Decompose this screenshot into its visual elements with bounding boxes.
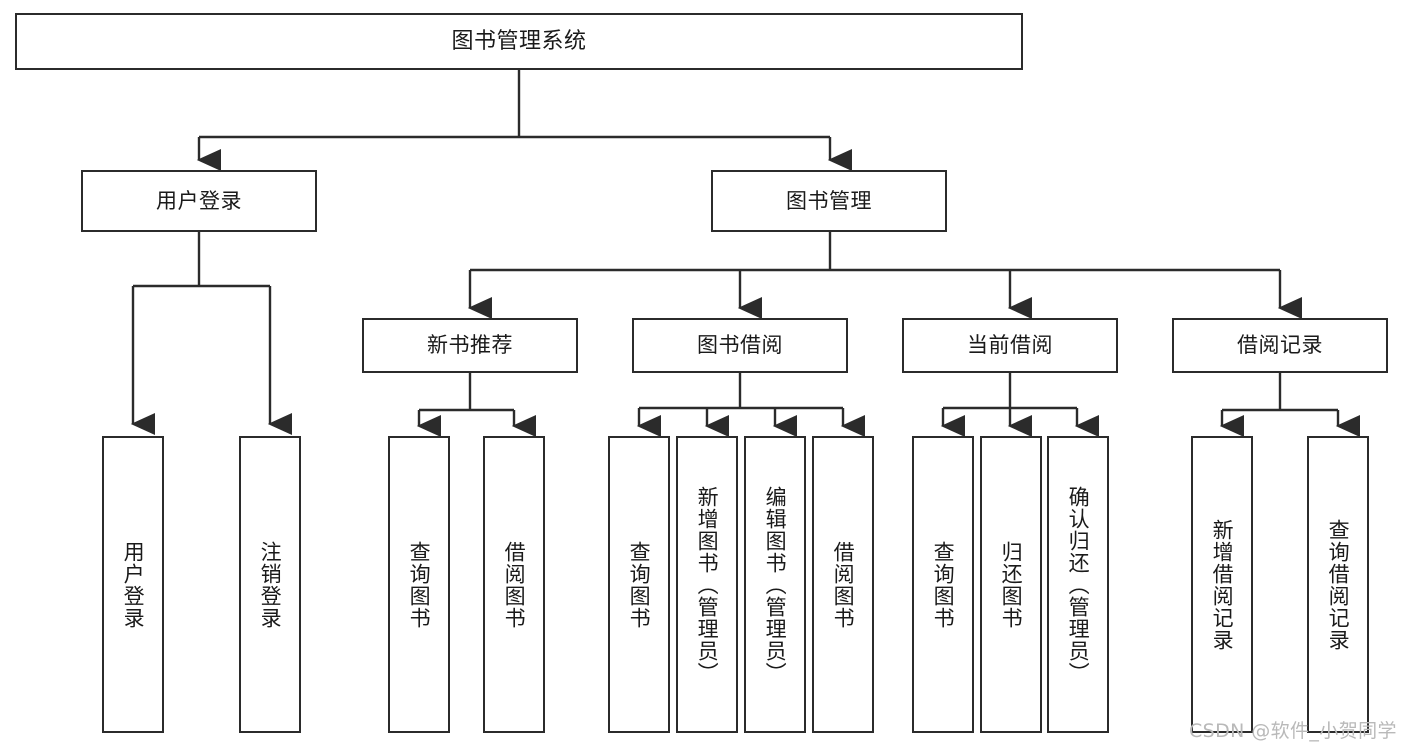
node-book-borrow[interactable]: 图书借阅 (632, 318, 848, 373)
leaf-user-login[interactable]: 用户登录 (102, 436, 164, 733)
node-root-label: 图书管理系统 (451, 28, 587, 54)
leaf-borrowrecord-add-record[interactable]: 新增借阅记录 (1191, 436, 1253, 733)
leaf-user-login-label: 用户登录 (121, 540, 146, 629)
csdn-watermark: CSDN @软件_小贺同学 (1189, 720, 1397, 742)
leaf-logout[interactable]: 注销登录 (239, 436, 301, 733)
node-book-management-label: 图书管理 (786, 188, 872, 213)
node-new-book-recommend[interactable]: 新书推荐 (362, 318, 578, 373)
leaf-bookborrow-add-book[interactable]: 新增图书（管理员） (676, 436, 738, 733)
node-borrow-record[interactable]: 借阅记录 (1172, 318, 1388, 373)
leaf-currentborrow-return-book[interactable]: 归还图书 (980, 436, 1042, 733)
node-book-management[interactable]: 图书管理 (711, 170, 947, 232)
leaf-borrowrecord-query-record-label: 查询借阅记录 (1326, 518, 1351, 651)
leaf-borrowrecord-query-record[interactable]: 查询借阅记录 (1307, 436, 1369, 733)
leaf-bookborrow-borrow-book[interactable]: 借阅图书 (812, 436, 874, 733)
leaf-currentborrow-query-book-label: 查询图书 (931, 540, 956, 629)
leaf-currentborrow-confirm-return-label: 确认归还（管理员） (1066, 485, 1091, 684)
leaf-bookborrow-edit-book[interactable]: 编辑图书（管理员） (744, 436, 806, 733)
node-current-borrow-label: 当前借阅 (967, 333, 1053, 358)
leaf-bookborrow-query-book-label: 查询图书 (627, 540, 652, 629)
leaf-logout-label: 注销登录 (258, 540, 283, 629)
node-current-borrow[interactable]: 当前借阅 (902, 318, 1118, 373)
leaf-currentborrow-confirm-return[interactable]: 确认归还（管理员） (1047, 436, 1109, 733)
leaf-newbook-query-book[interactable]: 查询图书 (388, 436, 450, 733)
leaf-currentborrow-return-book-label: 归还图书 (999, 540, 1024, 629)
node-user-login-label: 用户登录 (156, 188, 242, 213)
leaf-newbook-query-book-label: 查询图书 (407, 540, 432, 629)
leaf-bookborrow-borrow-book-label: 借阅图书 (831, 540, 856, 629)
leaf-borrowrecord-add-record-label: 新增借阅记录 (1210, 518, 1235, 651)
node-user-login[interactable]: 用户登录 (81, 170, 317, 232)
leaf-bookborrow-add-book-label: 新增图书（管理员） (695, 485, 720, 684)
leaf-newbook-borrow-book[interactable]: 借阅图书 (483, 436, 545, 733)
node-book-borrow-label: 图书借阅 (697, 333, 783, 358)
leaf-currentborrow-query-book[interactable]: 查询图书 (912, 436, 974, 733)
node-new-book-recommend-label: 新书推荐 (427, 333, 513, 358)
leaf-newbook-borrow-book-label: 借阅图书 (502, 540, 527, 629)
leaf-bookborrow-edit-book-label: 编辑图书（管理员） (763, 485, 788, 684)
leaf-bookborrow-query-book[interactable]: 查询图书 (608, 436, 670, 733)
node-borrow-record-label: 借阅记录 (1237, 333, 1323, 358)
node-root[interactable]: 图书管理系统 (15, 13, 1023, 70)
